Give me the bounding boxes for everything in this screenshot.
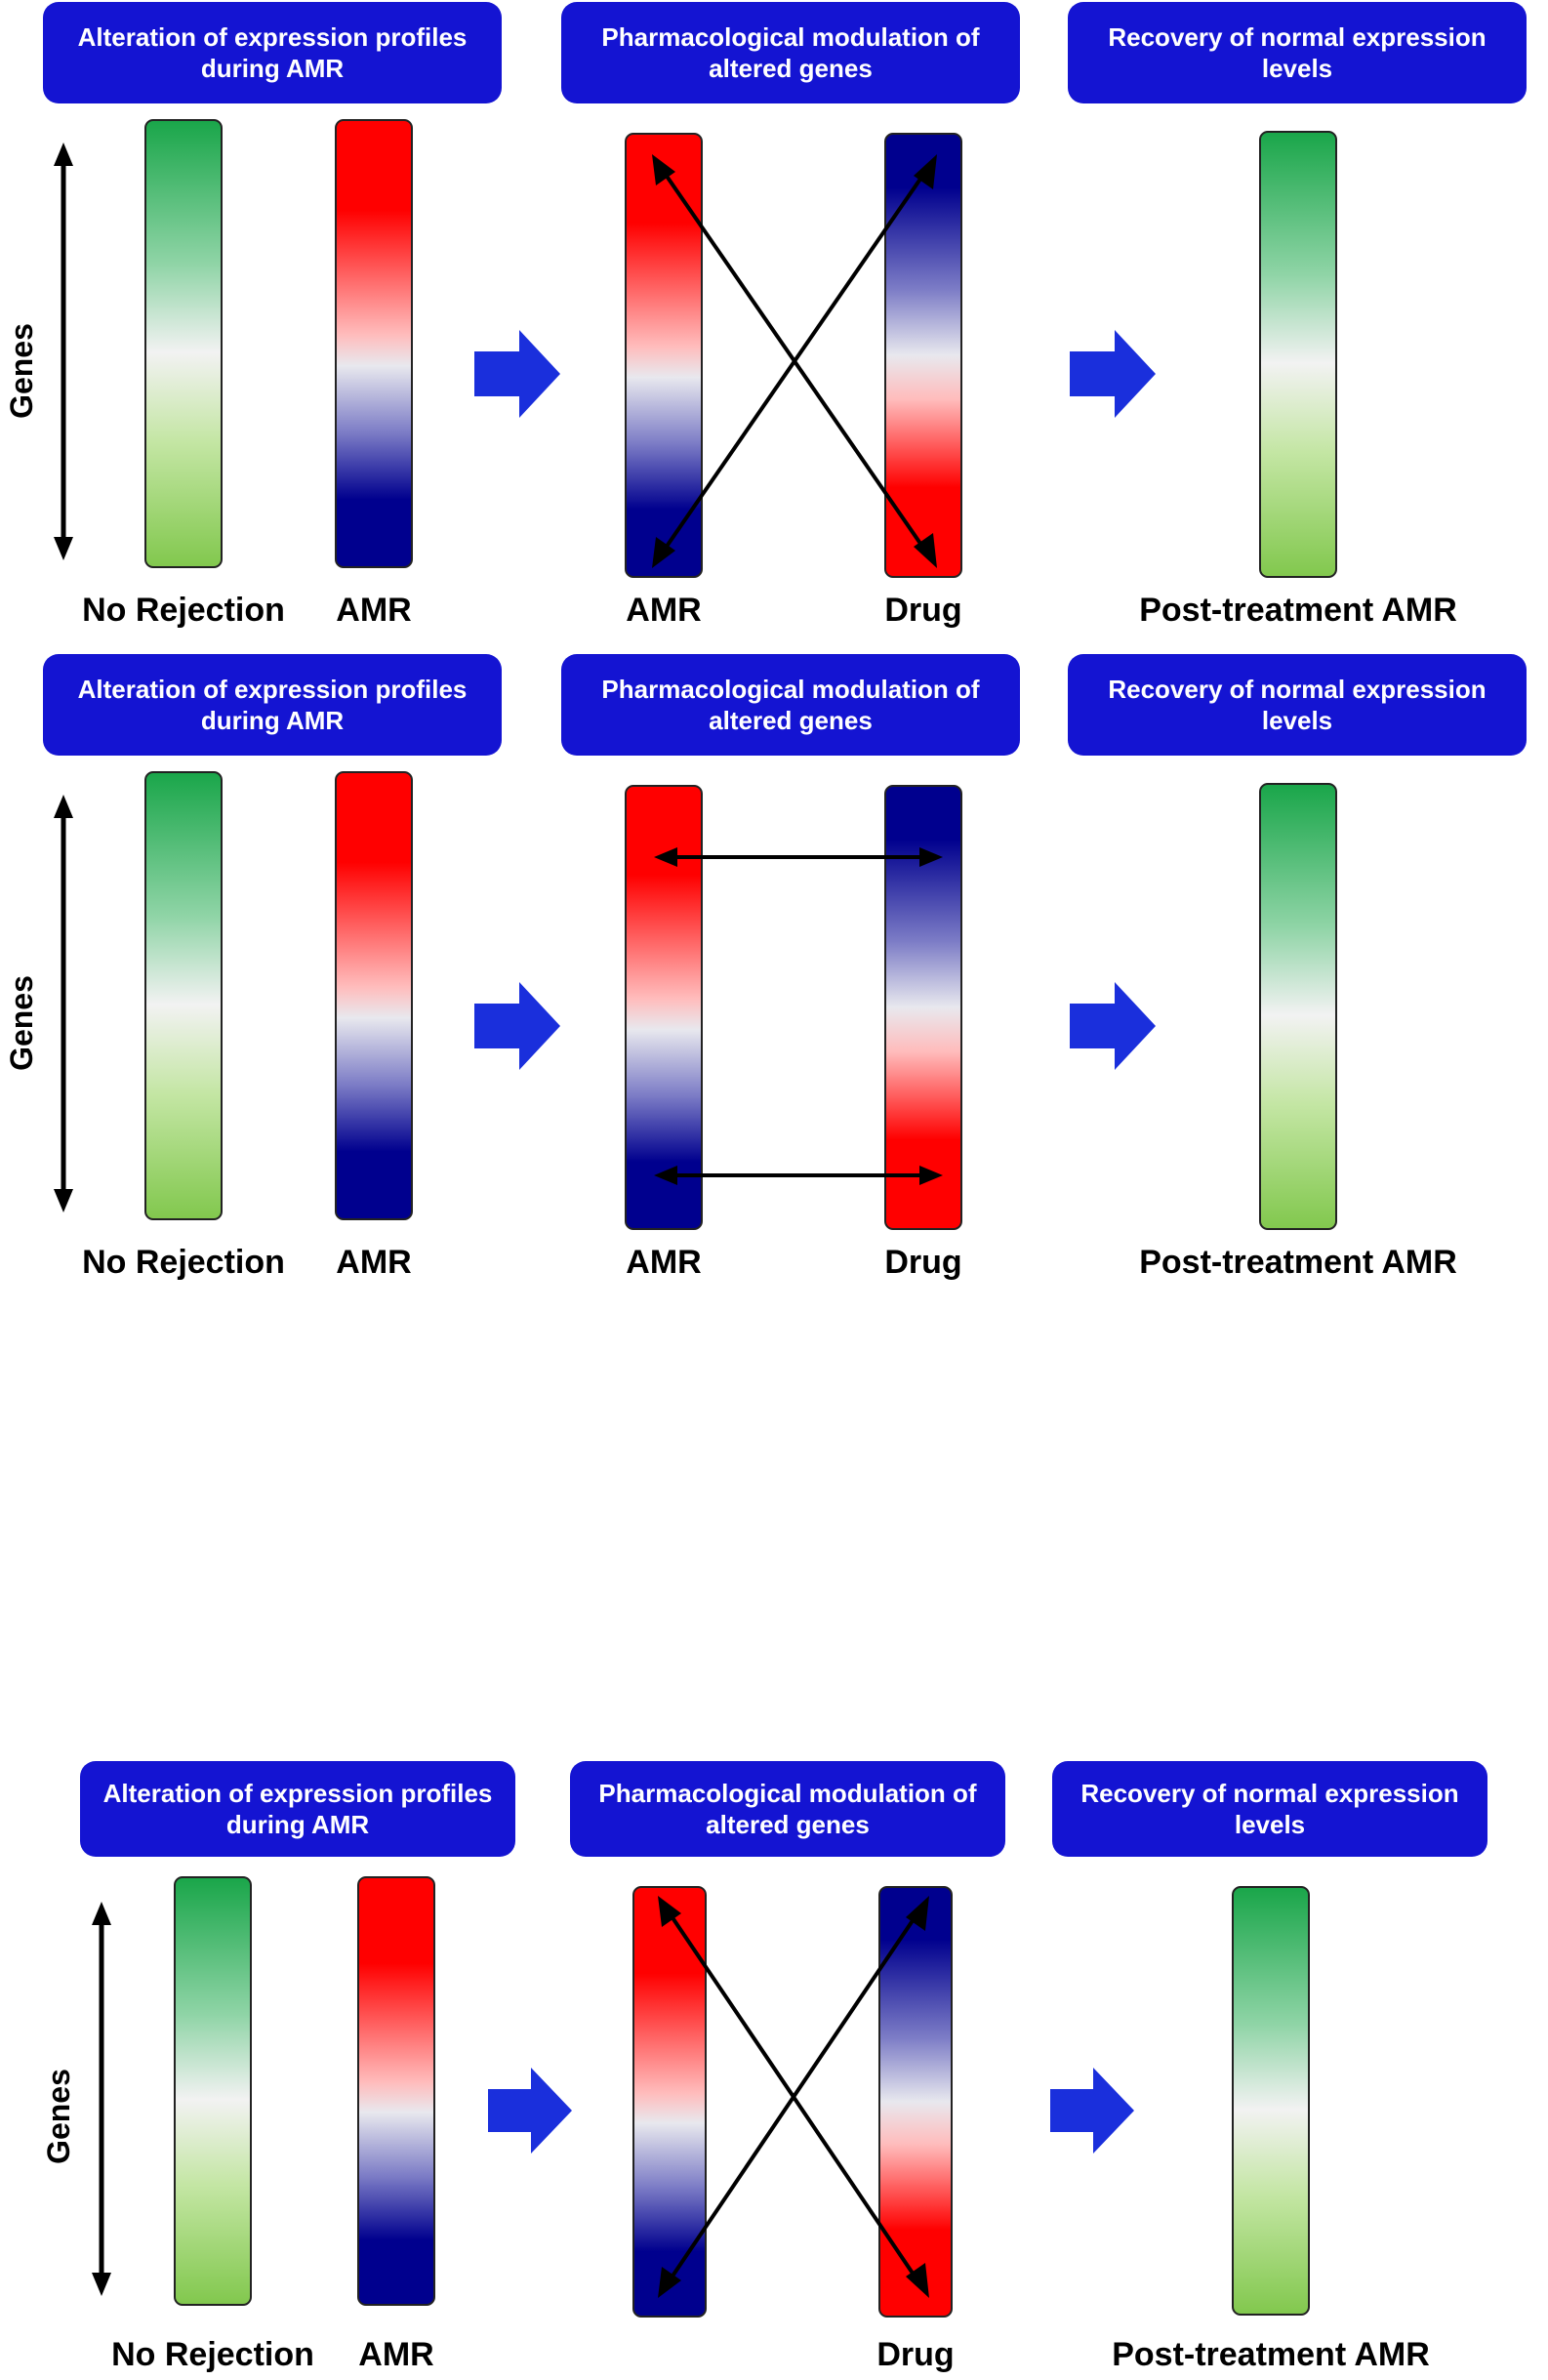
bar-post-treatment [1259,783,1337,1230]
bar-drug [878,1886,953,2318]
banner-recovery: Recovery of normal expression levels [1052,1761,1487,1857]
crossed-modulation-arrows [652,154,937,568]
bar-no-rejection [144,119,223,568]
bar-amr [357,1876,435,2306]
label-post-treatment: Post-treatment AMR [1139,592,1457,629]
step-arrow-icon-2 [1050,2068,1134,2154]
panel-1: Alteration of expression profiles during… [0,0,1548,644]
panel-3-arrows [92,1896,1134,2298]
panel-3: Alteration of expression profiles during… [0,1757,1548,2380]
panel-2: Alteration of expression profiles during… [0,652,1548,1296]
bar-no-rejection [144,771,223,1220]
horizontal-modulation-arrows [654,847,943,1185]
label-post-treatment: Post-treatment AMR [1139,1244,1457,1281]
label-amr-mid: AMR [626,592,702,629]
label-amr: AMR [358,2336,434,2373]
genes-axis-arrow-icon [92,1902,111,2296]
banner-modulation: Pharmacological modulation of altered ge… [561,654,1020,756]
label-no-rejection: No Rejection [82,1244,285,1281]
label-drug: Drug [876,2336,955,2373]
genes-axis-arrow-icon [54,795,73,1212]
bar-post-treatment [1232,1886,1310,2316]
label-no-rejection: No Rejection [82,592,285,629]
step-arrow-icon-1 [474,982,560,1070]
banner-alteration: Alteration of expression profiles during… [80,1761,515,1857]
panel-2-arrows [54,795,1156,1212]
crossed-modulation-arrows [658,1896,929,2298]
label-amr: AMR [336,1244,412,1281]
banner-modulation: Pharmacological modulation of altered ge… [561,2,1020,103]
bar-amr [335,119,413,568]
banner-recovery: Recovery of normal expression levels [1068,654,1527,756]
banner-alteration: Alteration of expression profiles during… [43,2,502,103]
step-arrow-icon-1 [488,2068,572,2154]
step-arrow-icon-2 [1070,330,1156,418]
label-amr-mid: AMR [626,1244,702,1281]
banner-alteration: Alteration of expression profiles during… [43,654,502,756]
label-post-treatment: Post-treatment AMR [1112,2336,1430,2373]
bar-amr [335,771,413,1220]
panel-1-arrows [54,143,1156,568]
step-arrow-icon-2 [1070,982,1156,1070]
banner-recovery: Recovery of normal expression levels [1068,2,1527,103]
label-drug: Drug [884,1244,962,1281]
genes-axis-arrow-icon [54,143,73,560]
bar-no-rejection [174,1876,252,2306]
label-no-rejection: No Rejection [111,2336,314,2373]
step-arrow-icon-1 [474,330,560,418]
bar-post-treatment [1259,131,1337,578]
banner-modulation: Pharmacological modulation of altered ge… [570,1761,1005,1857]
label-drug: Drug [884,592,962,629]
bar-drug [884,133,962,578]
label-amr: AMR [336,592,412,629]
